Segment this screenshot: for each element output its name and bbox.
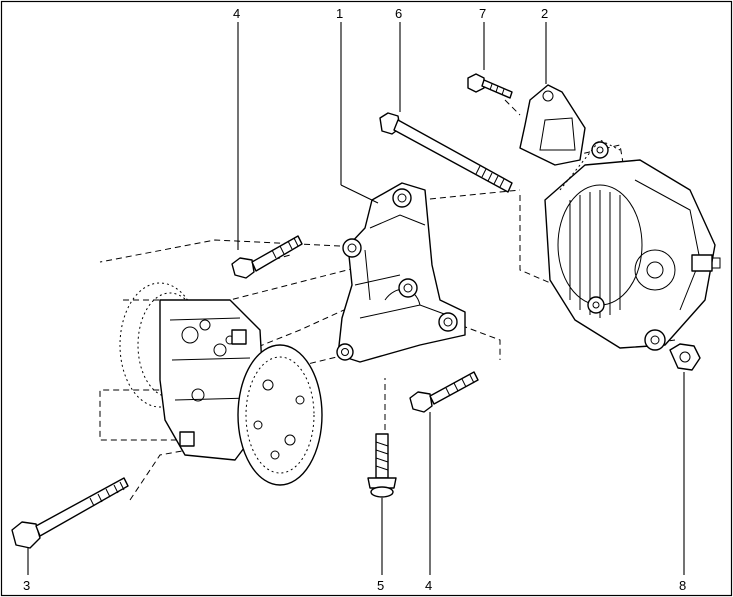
callout-8: 8 [679, 578, 686, 593]
callout-6: 6 [395, 6, 402, 21]
ac-compressor [119, 282, 323, 486]
bolt-3 [11, 477, 129, 549]
alternator [544, 139, 721, 351]
callout-5: 5 [377, 578, 384, 593]
nut-8 [669, 343, 701, 371]
mounting-bracket [336, 182, 466, 363]
leader-lines [27, 22, 685, 575]
callout-4-top: 4 [233, 6, 240, 21]
bolt-4-bottom [409, 371, 479, 413]
bolt-7 [467, 73, 513, 99]
small-bracket [519, 84, 586, 166]
bolt-5 [367, 433, 397, 498]
bolt-6 [379, 112, 513, 193]
callout-4-bottom: 4 [425, 578, 432, 593]
callout-7: 7 [479, 6, 486, 21]
bolt-4-top [231, 235, 303, 279]
callout-3: 3 [23, 578, 30, 593]
callout-2: 2 [541, 6, 548, 21]
callout-1: 1 [336, 6, 343, 21]
